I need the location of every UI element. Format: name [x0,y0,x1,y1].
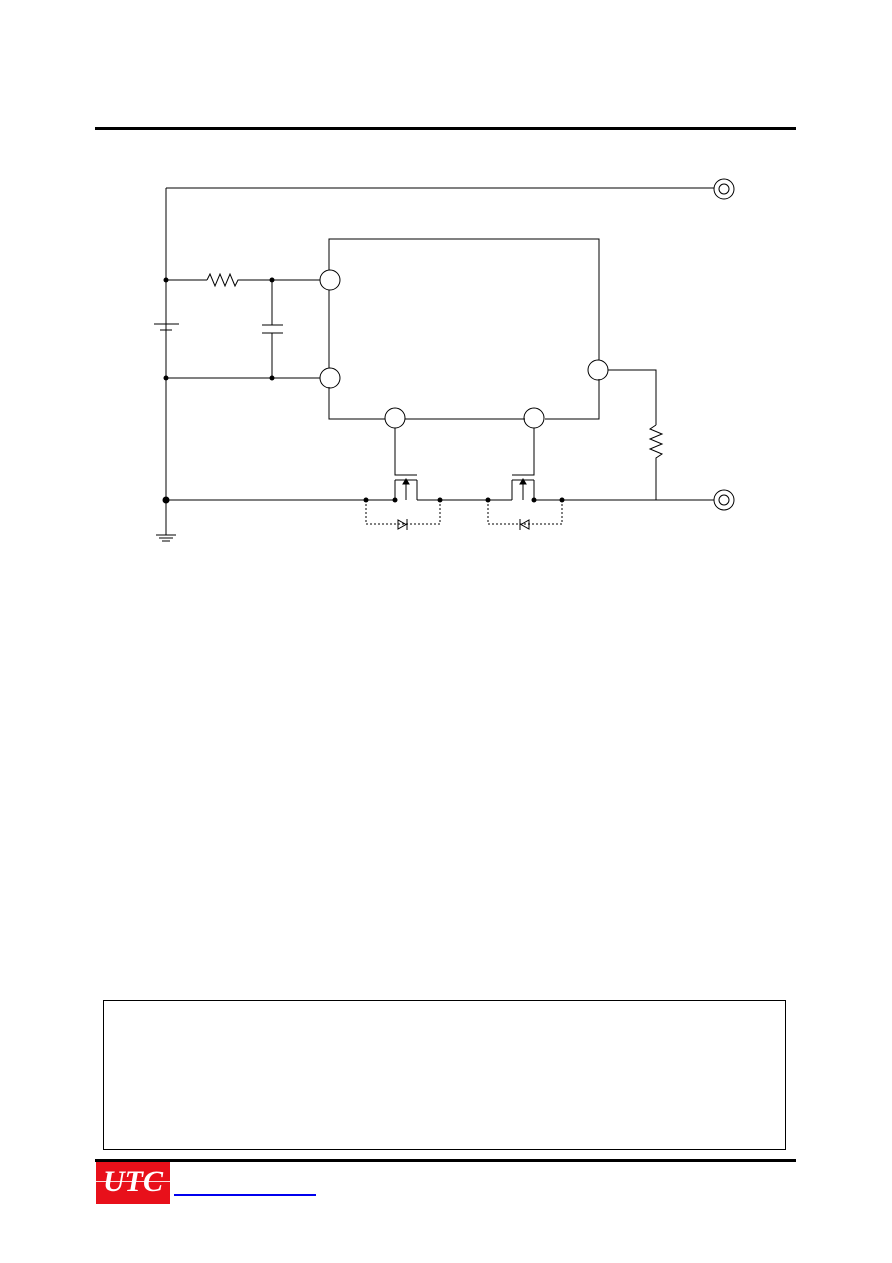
utc-logo: UTC [96,1162,170,1204]
ic-pin-do [384,407,406,429]
ic-pin-vm [587,359,609,381]
junction-dots [162,277,565,504]
footer-rule [95,1159,796,1162]
negative-terminal-icon [713,489,735,511]
diode-2-icon [519,519,530,530]
logo-divider [96,1181,170,1182]
ic-pin-co [523,407,545,429]
positive-terminal-icon [713,178,735,200]
resistor-r2-icon [648,424,664,460]
diode-2-box [487,500,563,525]
diode-1-icon [397,519,408,530]
disclaimer-box [103,1000,786,1150]
ic-body [328,238,600,420]
mosfet-discharge-icon [394,428,418,500]
header-rule [95,127,796,130]
ic-pin-vdd [319,269,341,291]
capacitor-c1-icon [262,324,283,334]
ground-icon [156,500,176,542]
mosfet-charge-icon [511,428,535,500]
r2-wire [608,369,657,500]
ic-pin-vss [319,367,341,389]
battery-cell-icon [154,323,179,331]
website-link[interactable] [174,1194,316,1196]
diode-1-box [365,500,441,525]
resistor-r1-icon [206,272,241,288]
